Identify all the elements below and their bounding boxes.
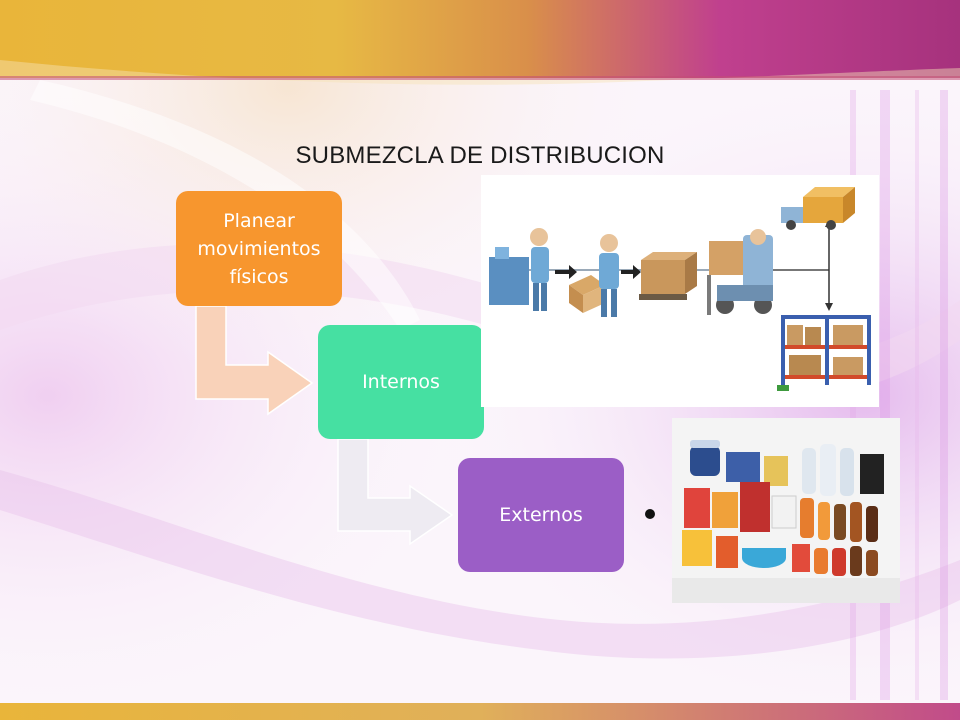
consumer-products-photo xyxy=(672,418,900,603)
step-planear-line-2: movimientos xyxy=(197,237,321,260)
connector-arrow-1 xyxy=(195,305,314,416)
bullet-point xyxy=(645,509,655,519)
step-internos-label: Internos xyxy=(362,371,440,393)
step-internos: Internos xyxy=(318,325,484,439)
warehouse-logistics-illustration xyxy=(481,175,879,407)
step-externos-label: Externos xyxy=(499,504,583,526)
step-externos: Externos xyxy=(458,458,624,572)
step-planear: Planear movimientos físicos xyxy=(176,191,342,306)
step-planear-line-1: Planear xyxy=(223,209,295,232)
connector-arrow-2 xyxy=(337,438,454,546)
step-planear-line-3: físicos xyxy=(229,265,289,288)
slide-title: SUBMEZCLA DE DISTRIBUCION xyxy=(295,142,665,169)
